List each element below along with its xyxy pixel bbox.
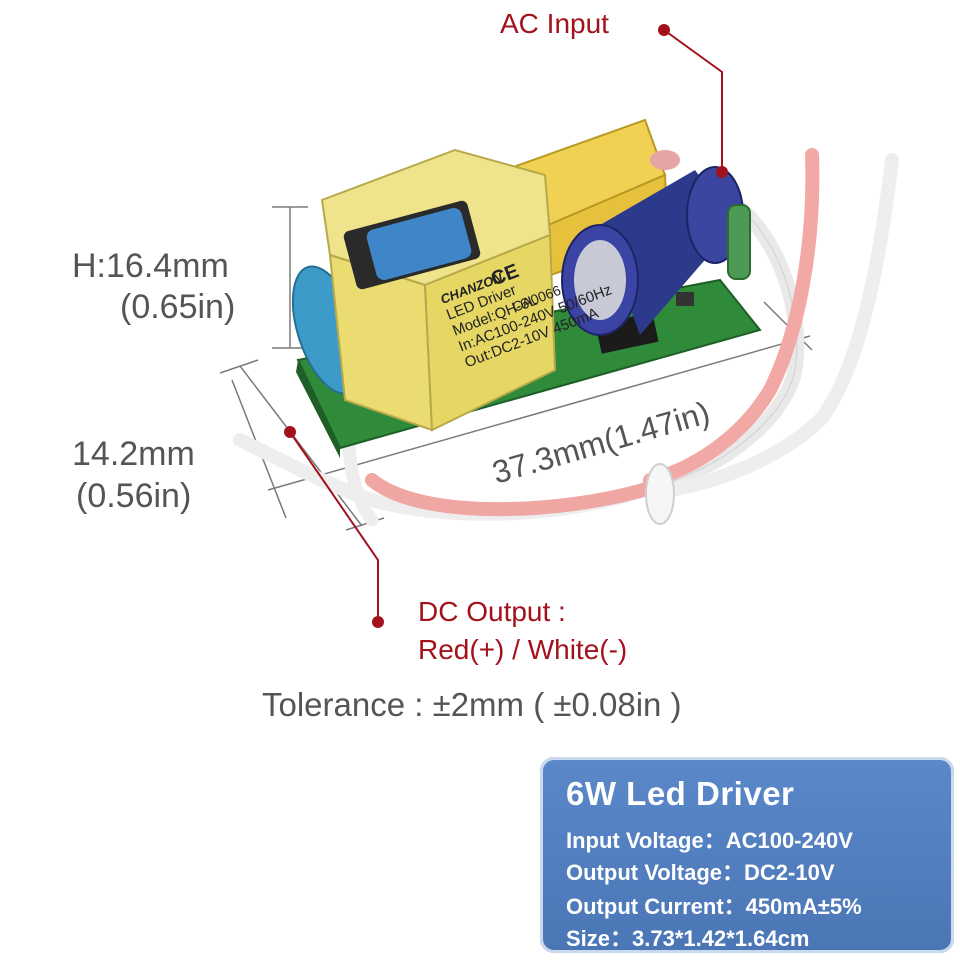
spec-value: DC2-10V — [744, 860, 835, 885]
spec-value: 3.73*1.42*1.64cm — [632, 926, 810, 951]
pcb-resistor — [676, 292, 694, 306]
spec-row-input-voltage: Input Voltage：AC100-240V — [566, 823, 853, 855]
ac-input-label: AC Input — [500, 8, 609, 39]
spec-panel-title: 6W Led Driver — [566, 775, 795, 812]
wires — [233, 148, 899, 527]
callout-lines — [289, 29, 723, 622]
width-mm-label: 14.2mm — [72, 435, 195, 473]
pcb-edge — [296, 360, 340, 458]
spec-label: Output Voltage： — [566, 860, 745, 885]
dc-output-polarity: Red(+) / White(-) — [418, 634, 628, 665]
transformer-label-face — [423, 233, 557, 432]
wire-tie — [645, 463, 675, 525]
height-in-label: (0.65in) — [120, 288, 236, 326]
spec-row-output-current: Output Current：450mA±5% — [566, 889, 862, 921]
transformer-bobbin — [343, 200, 481, 290]
width-in-label: (0.56in) — [76, 477, 192, 515]
spec-panel: 6W Led Driver Input Voltage：AC100-240V O… — [540, 757, 954, 953]
height-mm-label: H:16.4mm — [72, 247, 229, 285]
spec-label: Input Voltage： — [566, 828, 726, 853]
spec-row-size: Size：3.73*1.42*1.64cm — [566, 921, 809, 953]
inductor — [727, 204, 751, 280]
dc-output-label: DC Output : — [418, 596, 566, 627]
spec-value: 450mA±5% — [745, 894, 862, 919]
spec-value: AC100-240V — [725, 828, 853, 853]
spec-label: Size： — [566, 926, 633, 951]
resistor — [650, 150, 680, 170]
callout-dots — [284, 24, 728, 628]
spec-row-output-voltage: Output Voltage：DC2-10V — [566, 855, 835, 887]
tolerance-text: Tolerance : ±2mm ( ±0.08in ) — [262, 686, 682, 723]
spec-label: Output Current： — [566, 894, 746, 919]
